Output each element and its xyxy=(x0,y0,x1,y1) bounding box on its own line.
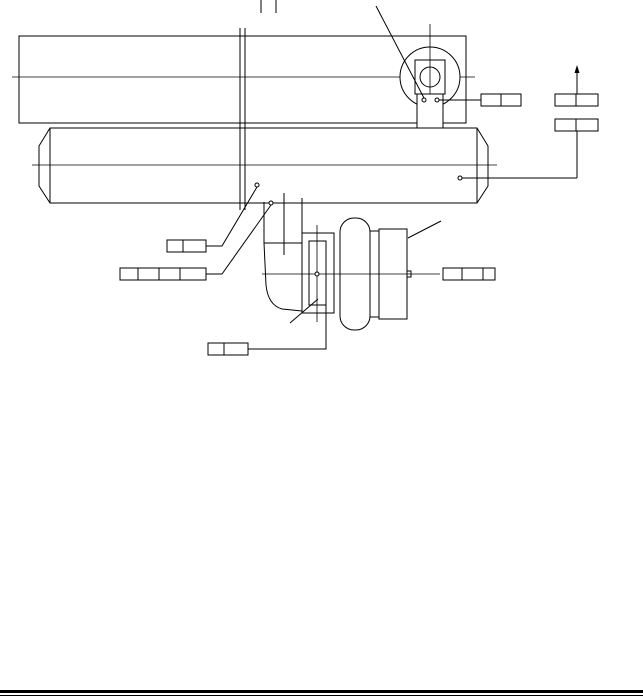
pulley-port-left xyxy=(421,97,427,103)
tank-port-lower xyxy=(268,200,274,206)
tank-port-right xyxy=(457,175,463,181)
label-box-far-right-upper xyxy=(554,93,599,107)
top-tick-marks xyxy=(260,0,277,13)
upper-cylinder xyxy=(12,35,475,124)
pulley-port-right xyxy=(434,97,440,103)
pulley-wheel xyxy=(375,5,481,140)
label-box-left-long xyxy=(119,267,207,281)
footer-rule-thin xyxy=(0,695,643,696)
bottom-leader xyxy=(248,300,327,350)
label-box-right-turbo xyxy=(442,267,496,281)
tank-port-left xyxy=(254,182,260,188)
label-box-far-right-lower xyxy=(554,118,599,132)
lower-tank xyxy=(32,127,497,206)
turbo-center-port xyxy=(314,271,320,277)
footer-rule-thick xyxy=(0,690,643,693)
left-leaders xyxy=(206,186,272,275)
turbocharger-unit xyxy=(262,193,442,331)
label-box-bottom xyxy=(207,342,249,356)
label-box-left-small xyxy=(166,239,207,253)
label-box-pulley-right xyxy=(480,93,522,107)
far-right-leader xyxy=(462,65,580,179)
